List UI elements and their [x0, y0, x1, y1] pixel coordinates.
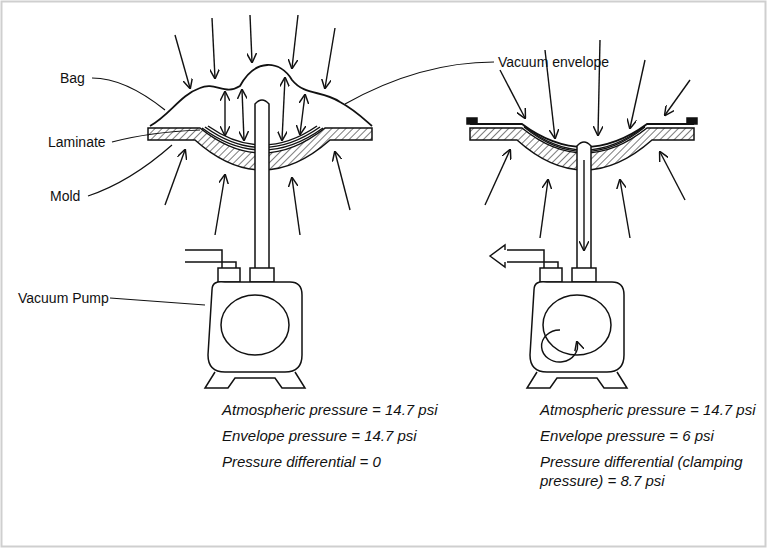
right-assembly	[467, 118, 697, 388]
leader-lines	[88, 62, 494, 305]
part-label: Laminate	[48, 134, 106, 151]
pressure-note: Pressure differential = 0	[222, 452, 482, 471]
part-label: Vacuum Pump	[18, 290, 109, 307]
left-pressure-arrows	[165, 15, 350, 235]
part-label: Vacuum envelope	[498, 54, 609, 71]
pressure-note: Atmospheric pressure = 14.7 psi	[540, 400, 762, 419]
pressure-note: Envelope pressure = 14.7 psi	[222, 426, 482, 445]
pressure-note: Pressure differential (clamping pressure…	[540, 452, 762, 490]
part-label: Bag	[60, 70, 85, 87]
pressure-note: Atmospheric pressure = 14.7 psi	[222, 400, 482, 419]
part-label: Mold	[50, 188, 80, 205]
left-assembly	[148, 65, 372, 388]
right-pressure-arrows	[485, 40, 690, 362]
pressure-note: Envelope pressure = 6 psi	[540, 426, 762, 445]
